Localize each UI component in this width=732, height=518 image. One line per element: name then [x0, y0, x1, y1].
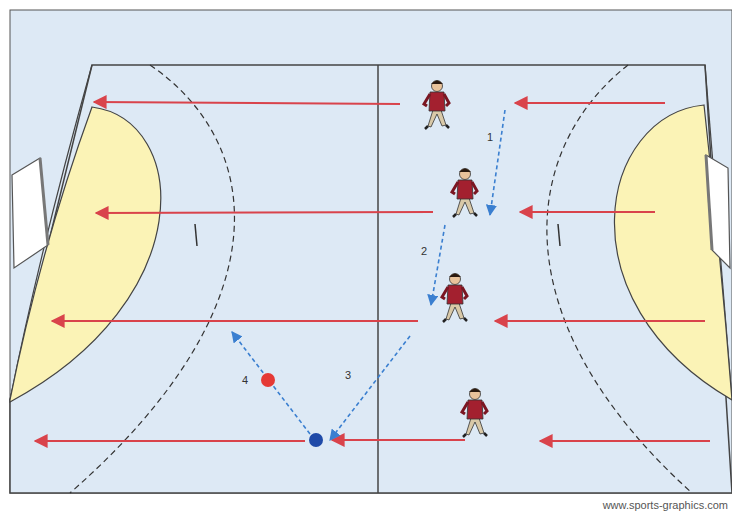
defender-dot [261, 373, 275, 387]
pass-arrows [232, 110, 505, 440]
right-free-throw-line [547, 65, 692, 493]
player-figure [452, 169, 477, 218]
player-figure [442, 274, 467, 323]
center-line [377, 65, 379, 493]
callout-number: 1 [487, 132, 493, 143]
right-7m-mark [558, 224, 560, 246]
ball-dot [309, 433, 323, 447]
right-goal-area [614, 105, 732, 400]
court-outline [10, 65, 732, 493]
left-goal-area [10, 107, 161, 402]
left-7m-mark [195, 224, 197, 246]
player-figure [462, 389, 487, 438]
frame [10, 10, 732, 493]
players [424, 81, 487, 438]
left-goal [12, 158, 48, 268]
player-figure [424, 81, 449, 130]
callout-number: 4 [242, 375, 248, 386]
callout-number: 2 [421, 246, 427, 257]
watermark: www.sports-graphics.com [603, 500, 728, 511]
callout-number: 3 [345, 370, 351, 381]
run-arrows [35, 102, 710, 441]
right-goal [706, 155, 730, 268]
left-free-throw-line [70, 65, 234, 493]
